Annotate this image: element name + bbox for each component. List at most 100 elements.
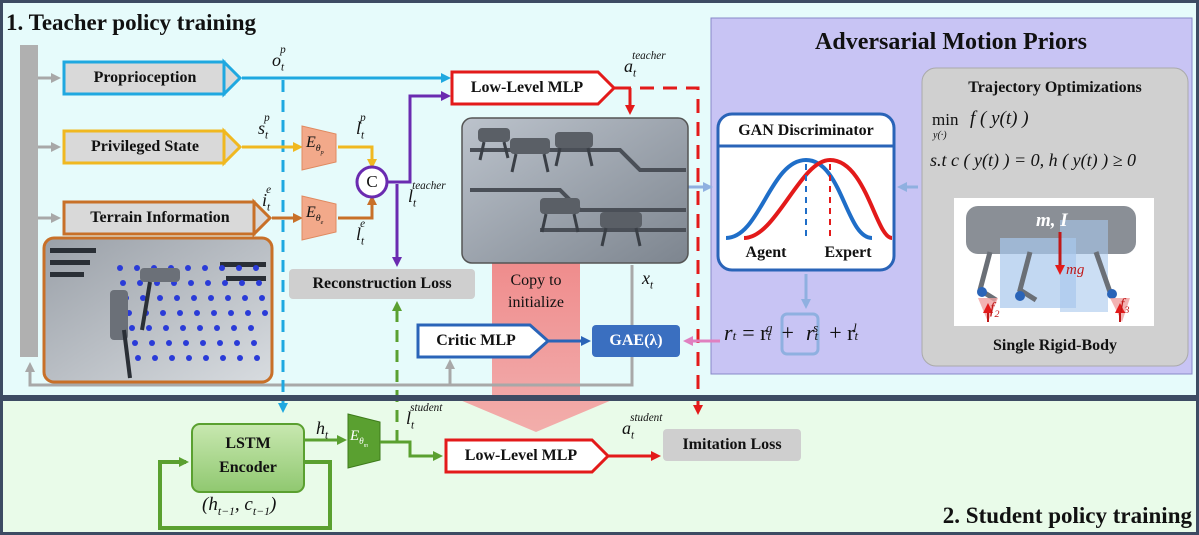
trajopt-min-sub: y(·) [933, 130, 947, 141]
symbol-a-teacher: atteacher [624, 50, 666, 80]
gae-label: GAE(λ) [609, 332, 663, 349]
force-f3-label: f3 [1120, 296, 1130, 317]
terrain-sample-dot [160, 310, 166, 316]
reconstruction-loss-label: Reconstruction Loss [312, 275, 452, 292]
proprioception-label: Proprioception [93, 69, 197, 86]
terrain-sample-dot [191, 295, 197, 301]
terrain-sample-dot [237, 355, 243, 361]
terrain-sample-dot [259, 295, 265, 301]
encoder-privileged [301, 125, 337, 171]
mass-inertia-label: m, I [1036, 210, 1068, 231]
terrain-sample-dot [163, 325, 169, 331]
symbol-s-t-p: stp [258, 112, 270, 142]
terrain-sample-dot [251, 340, 257, 346]
symbol-E-p: Eθp [306, 134, 324, 157]
terrain-sample-dot [202, 265, 208, 271]
terrain-sample-dot [174, 295, 180, 301]
terrain-sample-dot [245, 310, 251, 316]
critic-mlp-label: Critic MLP [436, 332, 516, 349]
terrain-sample-dot [166, 340, 172, 346]
terrain-sample-dot [236, 265, 242, 271]
teacher-mlp-label: Low-Level MLP [470, 79, 584, 96]
teacher-mlp-shape [450, 70, 617, 106]
terrain-sample-dot [203, 355, 209, 361]
symbol-h-t: ht [316, 418, 329, 442]
terrain-sample-dot [129, 325, 135, 331]
force-f2-label: f2 [990, 300, 1000, 321]
student-section-title: 2. Student policy training [942, 503, 1192, 528]
terrain-sample-dot [208, 295, 214, 301]
student-mlp-label: Low-Level MLP [464, 447, 578, 464]
encoder-terrain [301, 195, 337, 241]
terrain-sample-dot [188, 280, 194, 286]
terrain-sample-dot [197, 325, 203, 331]
concat-label: C [366, 172, 378, 191]
agent-curve [725, 157, 873, 240]
terrain-sample-dot [132, 340, 138, 346]
terrain-sample-dot [120, 280, 126, 286]
symbol-hidden-state: (ht−1, ct−1) [202, 494, 277, 518]
trajopt-min: min [932, 110, 959, 129]
privileged-box [62, 129, 226, 165]
state-bus-bar [20, 45, 38, 357]
amp-section-title: Adversarial Motion Priors [815, 28, 1087, 55]
gae-box [592, 325, 680, 357]
terrain-sample-dot [222, 280, 228, 286]
terrain-sample-dot [228, 310, 234, 316]
reconstruction-loss-box [289, 269, 475, 299]
terrain-sample-dot [242, 295, 248, 301]
terrain-sample-dot [262, 310, 268, 316]
terrain-sample-dot [117, 265, 123, 271]
symbol-o-t-p: otp [272, 44, 286, 74]
terrain-sample-dot [200, 340, 206, 346]
symbol-l-student: ltstudent [406, 402, 443, 432]
terrain-sample-dot [217, 340, 223, 346]
trajopt-title: Trajectory Optimizations [968, 79, 1142, 96]
terrain-image [42, 236, 274, 384]
symbol-l-teacher: ltteacher [408, 180, 446, 210]
gan-agent-label: Agent [745, 244, 787, 261]
terrain-sample-dot [140, 295, 146, 301]
terrain-sample-dot [231, 325, 237, 331]
symbol-E-m: Eθm [350, 428, 368, 449]
symbol-E-e: Eθe [306, 204, 324, 227]
symbol-x-t: xt [642, 268, 654, 292]
terrain-sample-dot [180, 325, 186, 331]
terrain-sample-dot [169, 355, 175, 361]
symbol-a-student: atstudent [622, 412, 663, 442]
symbol-i-t-e: ite [262, 184, 272, 214]
terrain-sample-dot [248, 325, 254, 331]
terrain-sample-dot [186, 355, 192, 361]
terrain-sample-dot [205, 280, 211, 286]
terrain-sample-dot [146, 325, 152, 331]
terrain-sample-dot [219, 265, 225, 271]
imitation-loss-label: Imitation Loss [682, 436, 782, 453]
terrain-sample-dot [254, 355, 260, 361]
terrain-sample-dot [220, 355, 226, 361]
critic-mlp-shape [416, 323, 551, 359]
teacher-section-title: 1. Teacher policy training [6, 10, 257, 35]
terrain-sample-dot [239, 280, 245, 286]
student-mlp-shape [444, 438, 611, 474]
lstm-box [191, 423, 305, 493]
terrain-box [62, 200, 256, 236]
trajopt-objective: f ( y(t) ) [970, 108, 1029, 129]
terrain-sample-dot [214, 325, 220, 331]
imitation-loss-box [663, 429, 801, 461]
expert-curve [743, 157, 893, 240]
terrain-sample-dot [137, 280, 143, 286]
terrain-sample-dot [152, 355, 158, 361]
terrain-sample-dot [211, 310, 217, 316]
terrain-sample-dot [234, 340, 240, 346]
lstm-label-2: Encoder [219, 459, 277, 476]
gravity-label: mg [1066, 262, 1085, 278]
robot-figures [478, 128, 642, 228]
terrain-sample-dot [177, 310, 183, 316]
trajopt-constraint: s.t c ( y(t) ) = 0, h ( y(t) ) ≥ 0 [930, 150, 1136, 170]
gan-expert-label: Expert [824, 244, 872, 261]
terrain-sample-dot [253, 265, 259, 271]
privileged-state-label: Privileged State [91, 138, 199, 155]
